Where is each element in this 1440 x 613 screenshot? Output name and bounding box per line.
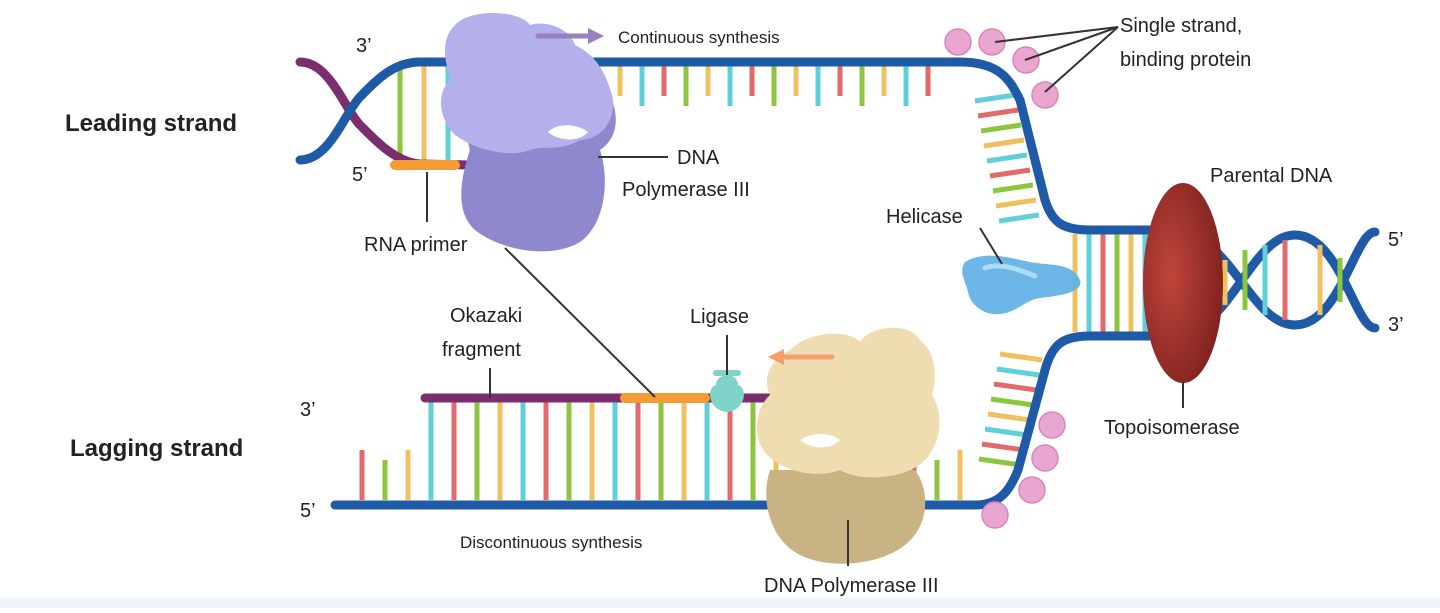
- leading-strand-heading: Leading strand: [65, 110, 237, 137]
- base-pair: [977, 107, 1019, 119]
- ssb-label-line2: binding protein: [1120, 49, 1251, 71]
- rna-primer-label: RNA primer: [364, 234, 468, 256]
- base-pair: [984, 426, 1028, 438]
- helicase-label: Helicase: [886, 206, 963, 228]
- ssb-proteins: [944, 28, 1066, 529]
- dna-pol-top-label-line1: DNA: [677, 147, 720, 169]
- discontinuous-synthesis-label: Discontinuous synthesis: [460, 533, 642, 552]
- leading-new-strand: [295, 57, 525, 171]
- ssb-protein: [944, 28, 972, 56]
- base-pair: [995, 197, 1037, 209]
- base-pair: [986, 152, 1028, 164]
- leading-3-prime-label: 3’: [356, 35, 372, 57]
- dna-polymerase-top: [440, 12, 616, 252]
- lagging-strand-heading: Lagging strand: [70, 435, 243, 462]
- okazaki-label-line1: Okazaki: [450, 305, 522, 327]
- ssb-label-line1: Single strand,: [1120, 15, 1242, 37]
- ligase-label: Ligase: [690, 306, 749, 328]
- base-pair: [974, 92, 1016, 104]
- ssb-protein: [981, 501, 1009, 529]
- topoisomerase-label: Topoisomerase: [1104, 417, 1240, 439]
- okazaki-label-line2: fragment: [442, 339, 521, 361]
- continuous-synthesis-label: Continuous synthesis: [618, 28, 780, 47]
- parental-dna-label: Parental DNA: [1210, 165, 1333, 187]
- dna-pol-bottom-label: DNA Polymerase III: [764, 575, 939, 597]
- leader-lines: [426, 26, 1184, 566]
- base-pair: [980, 122, 1022, 134]
- lagging-direction-arrow: [768, 349, 835, 365]
- ssb-protein: [1018, 476, 1046, 504]
- base-pair: [981, 441, 1025, 453]
- ssb-protein: [1031, 444, 1059, 472]
- base-pair: [999, 351, 1043, 363]
- dna-polymerase-bottom: [756, 327, 940, 564]
- base-pair: [983, 137, 1025, 149]
- base-pair: [993, 381, 1037, 393]
- ligase-enzyme: [710, 370, 744, 412]
- helicase-enzyme: [962, 255, 1081, 315]
- footer-bar: [0, 598, 1440, 608]
- base-pair: [996, 366, 1040, 378]
- parental-5-prime-label: 5’: [1388, 229, 1404, 251]
- base-pair: [978, 456, 1022, 468]
- base-pair: [987, 411, 1031, 423]
- ssb-protein: [1038, 411, 1066, 439]
- base-pair: [990, 396, 1034, 408]
- base-pair: [989, 167, 1031, 179]
- ssb-protein: [978, 28, 1006, 56]
- leading-template-strand: [295, 57, 1175, 235]
- topoisomerase-enzyme: [1143, 183, 1223, 383]
- continuous-direction-arrow: [535, 28, 604, 44]
- ssb-protein: [1031, 81, 1059, 109]
- leading-5-prime-label: 5’: [352, 164, 368, 186]
- parental-3-prime-label: 3’: [1388, 314, 1404, 336]
- lagging-3-prime-label: 3’: [300, 399, 316, 421]
- lagging-5-prime-label: 5’: [300, 500, 316, 522]
- base-pair: [992, 182, 1034, 194]
- base-pair: [998, 212, 1040, 224]
- dna-pol-top-label-line2: Polymerase III: [622, 179, 750, 201]
